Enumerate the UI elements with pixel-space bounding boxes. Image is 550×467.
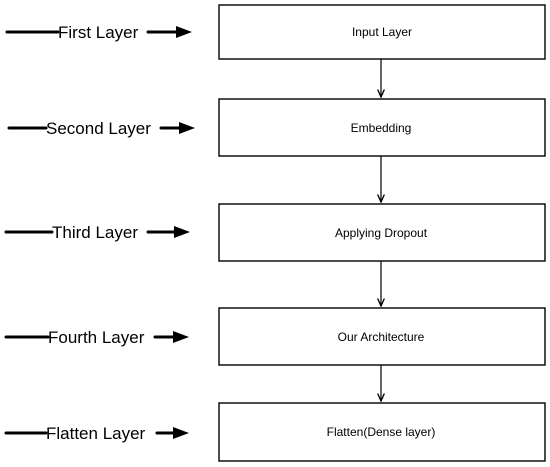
box-label-embedding: Embedding xyxy=(351,121,412,135)
box-flatten-dense-layer xyxy=(218,402,546,462)
side-label-third-layer: Third Layer xyxy=(52,223,138,242)
box-label-our-architecture: Our Architecture xyxy=(338,330,425,344)
box-label-flatten-dense-layer: Flatten(Dense layer) xyxy=(327,425,436,439)
box-label-input-layer: Input Layer xyxy=(352,25,412,39)
box-our-architecture xyxy=(218,307,546,366)
side-arrowhead xyxy=(173,331,189,343)
side-arrowhead xyxy=(173,427,189,439)
box-label-applying-dropout: Applying Dropout xyxy=(335,226,428,240)
box-input-layer xyxy=(218,4,546,60)
layer-row-4: Fourth Layer Our Architecture xyxy=(4,307,546,366)
side-arrowhead xyxy=(179,122,195,134)
side-label-first-layer: First Layer xyxy=(58,23,139,42)
box-applying-dropout xyxy=(218,203,546,262)
side-label-fourth-layer: Fourth Layer xyxy=(48,328,145,347)
side-arrowhead xyxy=(174,226,190,238)
side-label-second-layer: Second Layer xyxy=(46,119,151,138)
layer-row-3: Third Layer Applying Dropout xyxy=(4,203,546,262)
side-label-flatten-layer: Flatten Layer xyxy=(46,424,146,443)
box-embedding xyxy=(218,98,546,157)
layer-row-5: Flatten Layer Flatten(Dense layer) xyxy=(4,402,546,462)
layer-row-1: First Layer Input Layer xyxy=(5,4,546,60)
side-arrowhead xyxy=(176,26,192,38)
layer-row-2: Second Layer Embedding xyxy=(7,98,546,157)
